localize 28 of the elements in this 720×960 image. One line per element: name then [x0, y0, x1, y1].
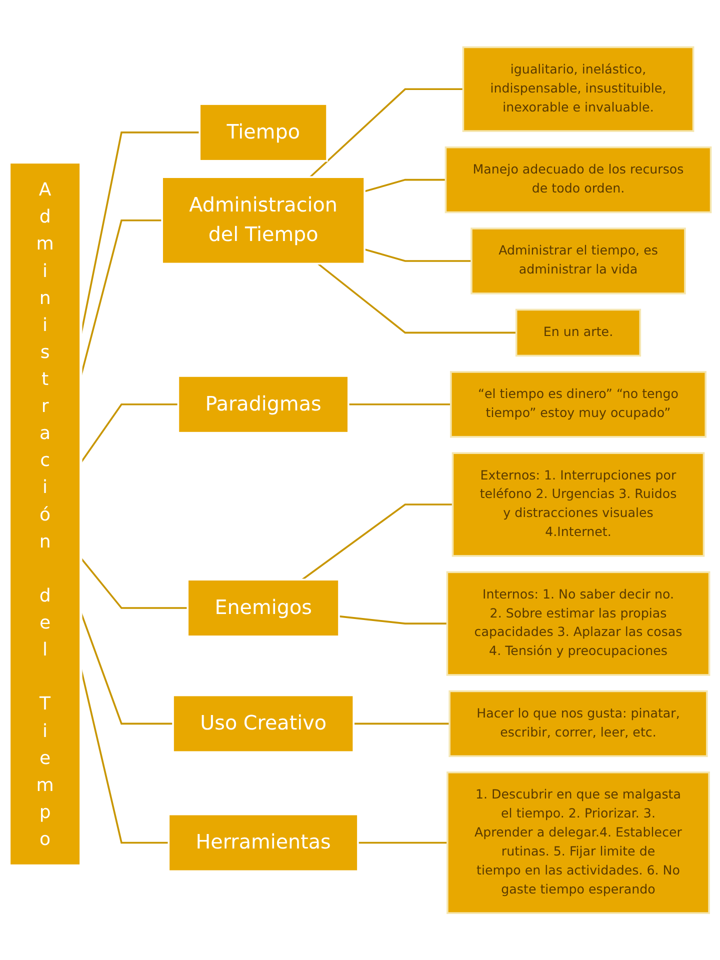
node-box — [450, 370, 706, 438]
connector — [302, 503, 453, 580]
node-box — [448, 690, 708, 757]
node-box — [452, 452, 705, 557]
node-box — [444, 146, 712, 213]
node-box — [515, 308, 642, 356]
connector — [80, 403, 178, 463]
connector — [364, 248, 472, 262]
node-box — [446, 771, 710, 914]
connector — [317, 262, 516, 334]
node-box — [161, 176, 366, 264]
node-box — [462, 46, 694, 132]
node-box — [8, 160, 82, 867]
node-box — [177, 374, 350, 434]
node-box — [446, 571, 710, 676]
connector — [309, 88, 464, 178]
connector — [80, 557, 188, 609]
connector — [358, 842, 448, 844]
node-box — [470, 227, 686, 294]
connector — [348, 403, 451, 406]
mind-map-diagram: Administración del Tiempo Tiempo igualitario, inelástico, indispensable, insustituible, inexorable e invaluable. Administracion del Tiempo Manejo adecuado de los recursos de todo orden. Administrar el tiempo, es administrar la vida En un arte. Paradigmas “el tiempo es dinero” “no tengo tiempo” estoy muy ocupado” Enemigos Externos: 1. Interrupciones por teléfono 2. Urgencias 3. Ruidos y distracciones visuales 4.Internet. Internos: 1. No saber decir no. 2. Sobre estimar las propias capacidades 3. Aplazar las cosas 4. Tensión y preocupaciones Uso Creativo Hacer lo que nos gusta: pinatar, escribir, correr, leer, etc. Herramientas 1. Descubrir en que se malgasta el tiempo. 2. Priorizar. 3. Aprender a delegar.4. Establecer rutinas. 5. Fijar limite de tiempo en las actividades. 6. No gaste tiempo esperando — [2, 40, 718, 920]
connector — [338, 615, 448, 624]
node-box — [172, 694, 354, 753]
connector — [354, 722, 450, 724]
node-box — [168, 813, 359, 872]
node-box — [186, 578, 340, 638]
connector — [364, 178, 446, 192]
node-box — [198, 102, 328, 162]
